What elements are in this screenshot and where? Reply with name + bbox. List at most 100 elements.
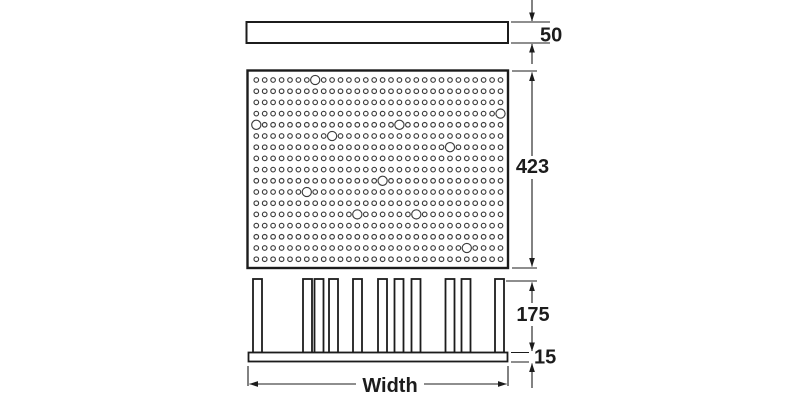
pegboard-hole	[261, 166, 268, 173]
pegboard-hole	[362, 155, 369, 162]
pegboard-hole	[421, 121, 428, 128]
pegboard-hole	[295, 211, 302, 218]
pegboard-hole	[253, 155, 260, 162]
pegboard-hole-large	[326, 130, 338, 142]
pegboard-hole	[388, 110, 394, 117]
pegboard-hole	[497, 88, 504, 95]
pegboard-hole	[388, 133, 394, 139]
pegboard-hole	[379, 245, 386, 251]
pegboard-hole	[480, 110, 487, 117]
pegboard-hole	[480, 233, 487, 240]
pegboard-hole	[421, 110, 428, 117]
divider-peg	[377, 278, 388, 354]
pegboard-hole	[270, 177, 276, 184]
pegboard-hole	[430, 200, 436, 207]
pegboard-hole	[287, 110, 293, 117]
pegboard-hole	[287, 88, 293, 95]
pegboard-hole	[287, 121, 293, 128]
pegboard-hole	[430, 88, 436, 95]
pegboard-hole	[295, 200, 302, 207]
pegboard-hole	[261, 222, 268, 229]
pegboard-hole	[362, 233, 369, 240]
pegboard-hole	[413, 88, 420, 95]
pegboard-hole	[489, 110, 495, 117]
pegboard-hole	[379, 144, 386, 151]
pegboard-hole	[447, 155, 453, 162]
pegboard-hole	[379, 155, 386, 162]
pegboard-hole	[320, 233, 327, 240]
pegboard-hole	[371, 222, 378, 229]
pegboard-hole	[295, 133, 302, 139]
pegboard-hole	[430, 233, 436, 240]
pegboard-hole	[405, 144, 411, 151]
pegboard-hole	[270, 233, 276, 240]
pegboard-hole	[413, 233, 420, 240]
pegboard-hole	[472, 88, 479, 95]
pegboard-hole	[388, 189, 394, 195]
pegboard-hole	[421, 177, 428, 184]
pegboard-hole	[388, 256, 394, 263]
pegboard-hole	[447, 133, 453, 139]
pegboard-hole	[472, 144, 479, 151]
pegboard-hole	[261, 177, 268, 184]
pegboard-hole	[320, 166, 327, 173]
pegboard-hole	[278, 189, 285, 195]
pegboard-hole	[480, 256, 487, 263]
pegboard-hole	[463, 88, 470, 95]
pegboard-hole	[447, 166, 453, 173]
pegboard-hole	[489, 233, 495, 240]
pegboard-hole	[396, 245, 403, 251]
pegboard-hole	[430, 177, 436, 184]
pegboard-hole	[295, 110, 302, 117]
pegboard-hole	[379, 121, 386, 128]
pegboard-hole	[278, 133, 285, 139]
pegboard-hole	[421, 189, 428, 195]
pegboard-hole	[253, 222, 260, 229]
pegboard-hole-large	[461, 242, 472, 254]
pegboard-hole	[413, 200, 420, 207]
divider-peg	[460, 278, 472, 354]
pegboard-hole	[379, 77, 386, 83]
pegboard-hole	[497, 256, 504, 263]
pegboard-hole	[480, 245, 487, 251]
pegboard-hole	[354, 99, 361, 106]
pegboard-hole	[253, 256, 260, 263]
pegboard-hole	[287, 77, 293, 83]
pegboard-hole	[337, 233, 344, 240]
pegboard-hole	[303, 166, 310, 173]
pegboard-hole	[438, 99, 445, 106]
pegboard-hole	[329, 99, 335, 106]
pegboard-hole	[480, 222, 487, 229]
pegboard-hole	[447, 177, 453, 184]
pegboard-hole	[354, 144, 361, 151]
pegboard-hole	[303, 88, 310, 95]
pegboard-hole	[388, 177, 394, 184]
pegboard-hole	[489, 166, 495, 173]
divider-peg	[313, 278, 325, 354]
pegboard-hole	[472, 211, 479, 218]
pegboard-hole	[312, 211, 319, 218]
pegboard-hole-large	[411, 209, 422, 220]
pegboard-hole	[396, 256, 403, 263]
pegboard-hole	[430, 166, 436, 173]
pegboard-hole	[371, 245, 378, 251]
pegboard-hole	[379, 189, 386, 195]
pegboard-hole	[362, 177, 369, 184]
pegboard-hole	[270, 121, 276, 128]
pegboard-hole	[489, 144, 495, 151]
pegboard-hole	[287, 155, 293, 162]
pegboard-hole	[362, 110, 369, 117]
pegboard-hole	[312, 133, 319, 139]
pegboard-hole	[329, 144, 335, 151]
pegboard-hole	[371, 77, 378, 83]
pegboard-hole	[295, 189, 302, 195]
pegboard-hole	[463, 166, 470, 173]
pegboard-hole	[430, 256, 436, 263]
pegboard-hole	[354, 222, 361, 229]
base-plate	[247, 351, 509, 363]
pegboard-hole	[455, 133, 462, 139]
pegboard-hole	[253, 166, 260, 173]
pegboard-hole	[438, 211, 445, 218]
pegboard-hole	[396, 88, 403, 95]
pegboard-hole	[261, 189, 268, 195]
